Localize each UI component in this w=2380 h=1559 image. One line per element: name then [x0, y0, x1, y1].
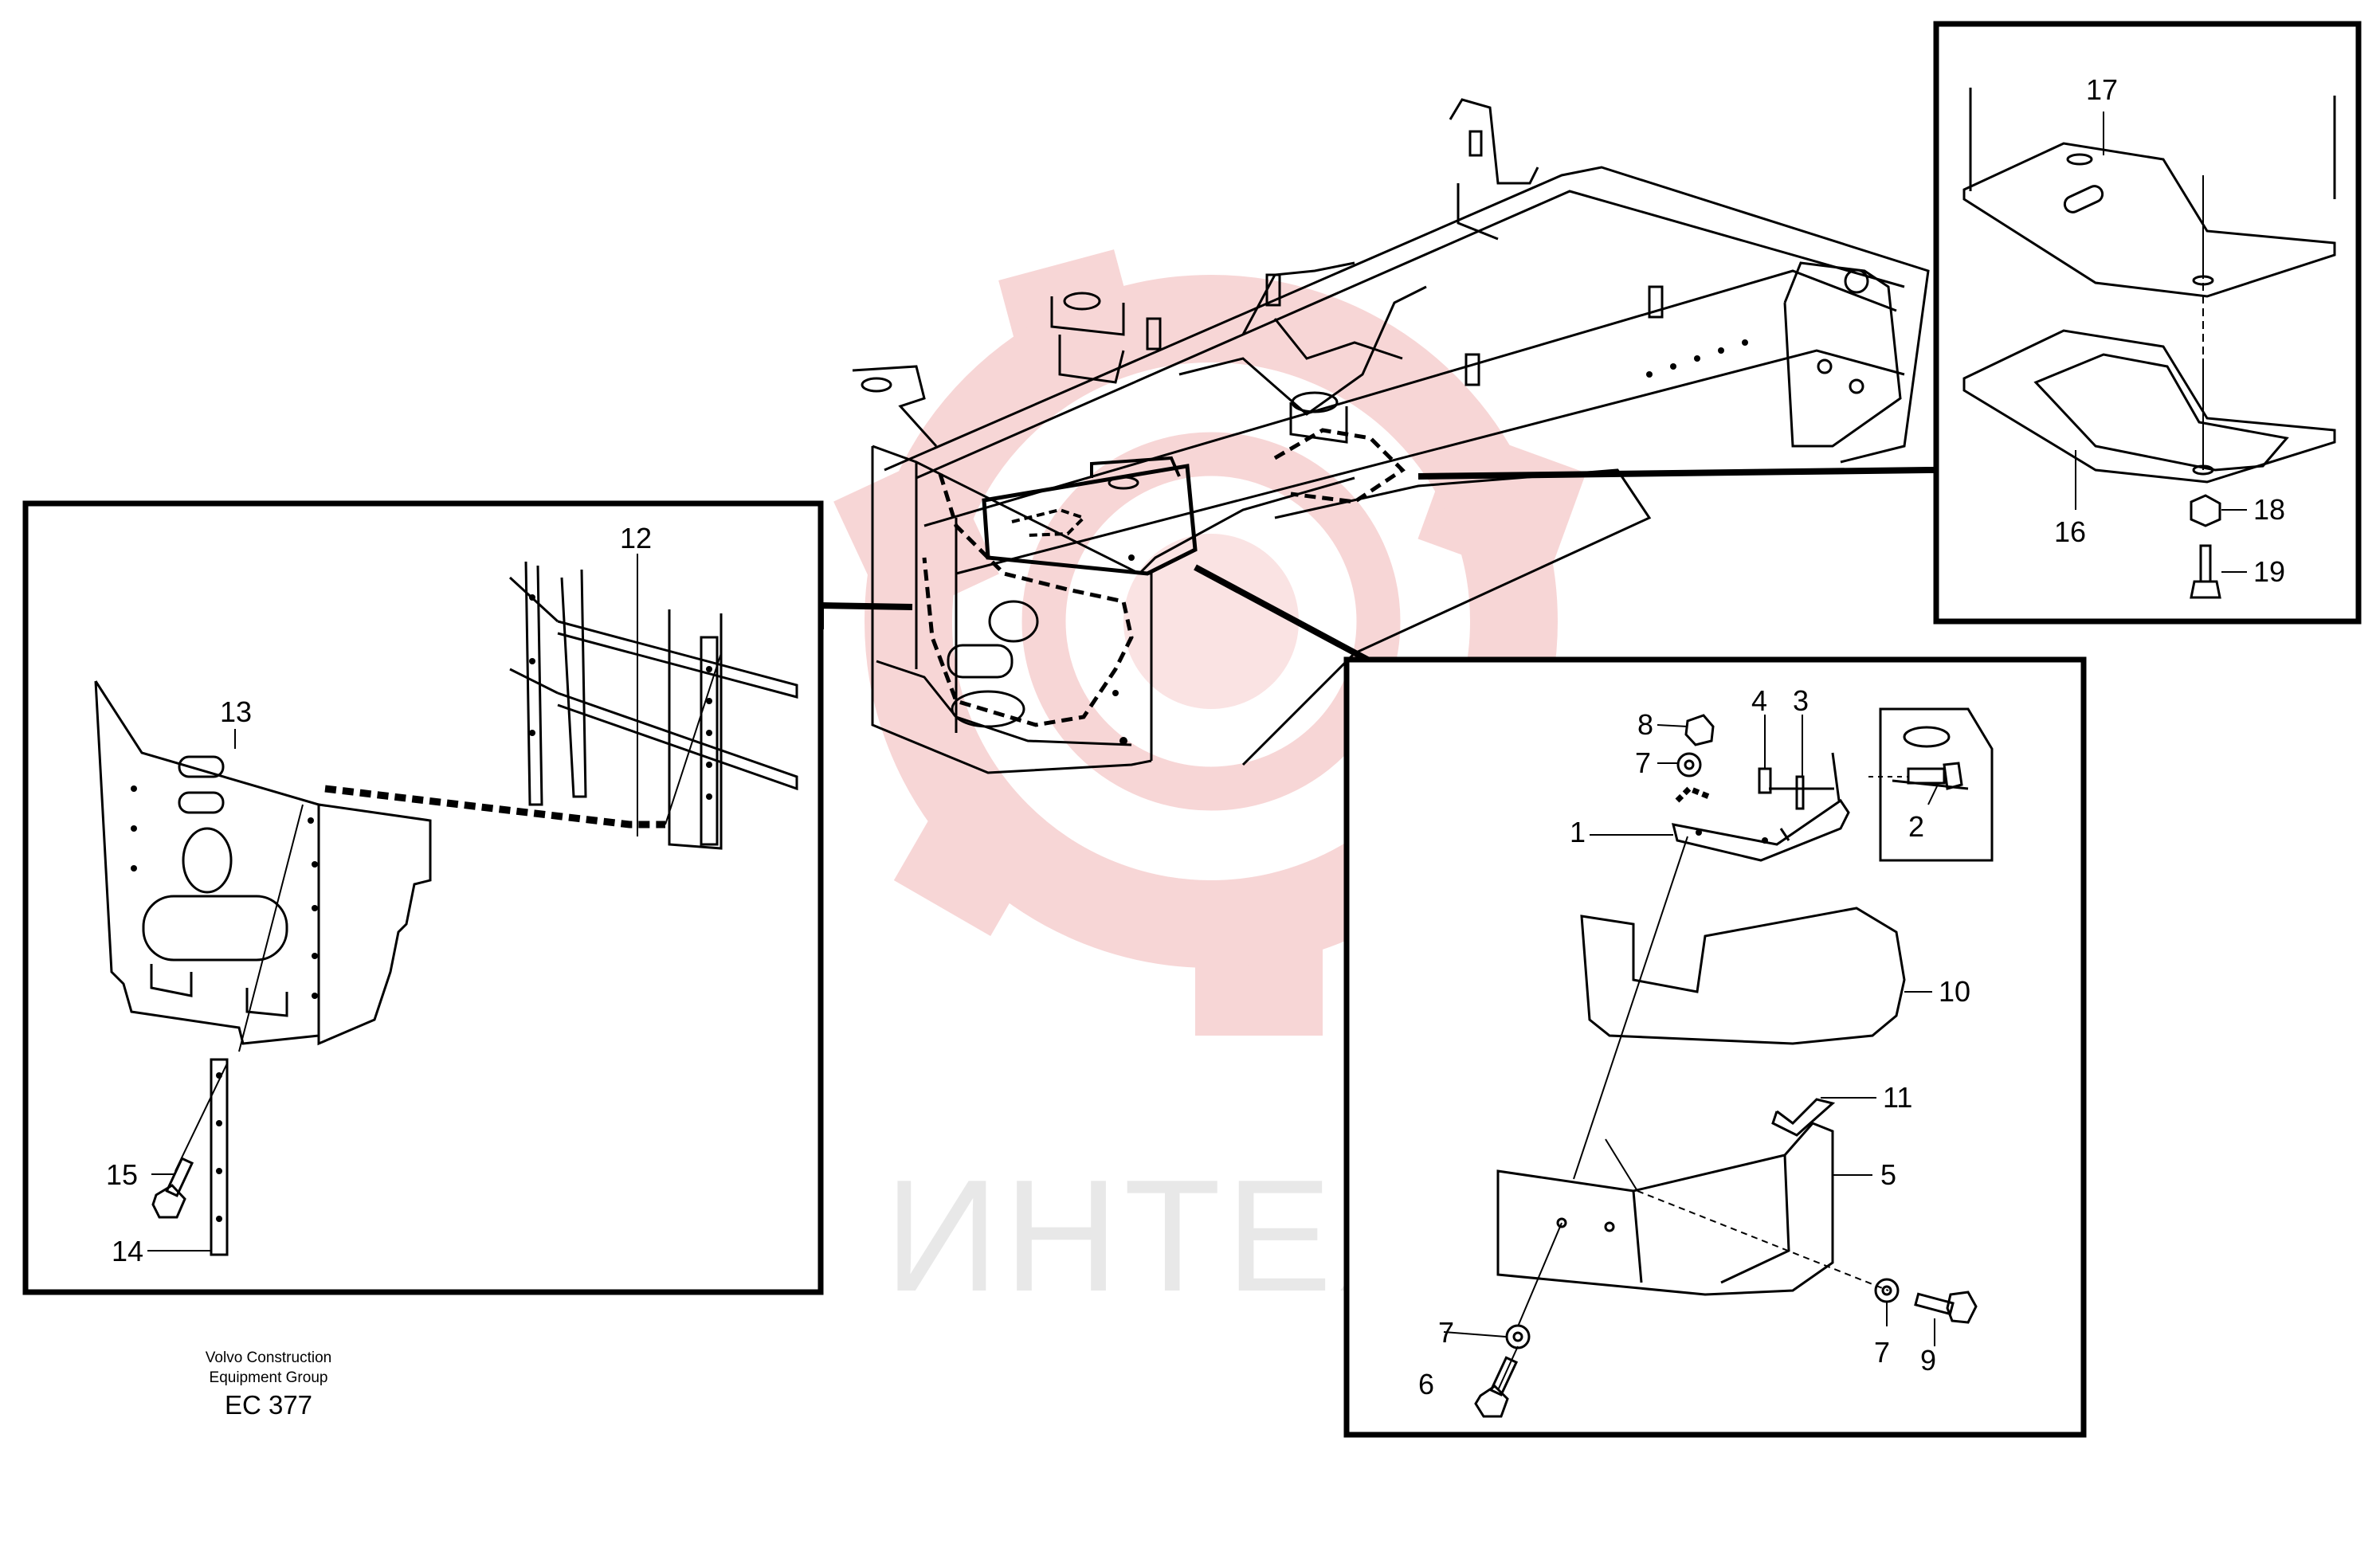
- callout-19: 19: [2253, 555, 2285, 588]
- frame-drawing: [852, 98, 1930, 774]
- footer-line1: Volvo Construction: [206, 1349, 331, 1366]
- callout-3: 3: [1793, 684, 1809, 717]
- callout-13: 13: [220, 695, 252, 728]
- callout-14: 14: [112, 1235, 143, 1267]
- callout-1: 1: [1570, 816, 1586, 848]
- detail-box-right: 1 2 3 4 5 6 7 7 7 8 9 10 11: [1343, 656, 2087, 1438]
- callout-7-lower-left: 7: [1438, 1316, 1454, 1349]
- callout-6: 6: [1418, 1368, 1434, 1400]
- callout-8: 8: [1637, 708, 1653, 741]
- callout-9: 9: [1920, 1344, 1936, 1377]
- callout-18: 18: [2253, 493, 2285, 526]
- footer-line2: Equipment Group: [210, 1369, 328, 1386]
- callout-10: 10: [1939, 975, 1970, 1008]
- detail-box-top-right: 17 16 18 19: [1933, 21, 2362, 625]
- detail-box-left: 12 13 14 15: [22, 500, 824, 1295]
- callout-16: 16: [2054, 515, 2086, 548]
- callout-7-lower-right: 7: [1874, 1336, 1890, 1369]
- callout-12: 12: [620, 522, 652, 554]
- callout-17: 17: [2086, 73, 2118, 106]
- callout-15: 15: [106, 1158, 138, 1191]
- callout-7-upper: 7: [1635, 746, 1651, 779]
- callout-2: 2: [1908, 810, 1924, 843]
- callout-11: 11: [1883, 1081, 1912, 1114]
- publisher-footer: Volvo Construction Equipment Group EC 37…: [206, 1349, 331, 1420]
- footer-code: EC 377: [225, 1390, 312, 1420]
- callout-4: 4: [1751, 684, 1767, 717]
- callout-5: 5: [1880, 1158, 1896, 1191]
